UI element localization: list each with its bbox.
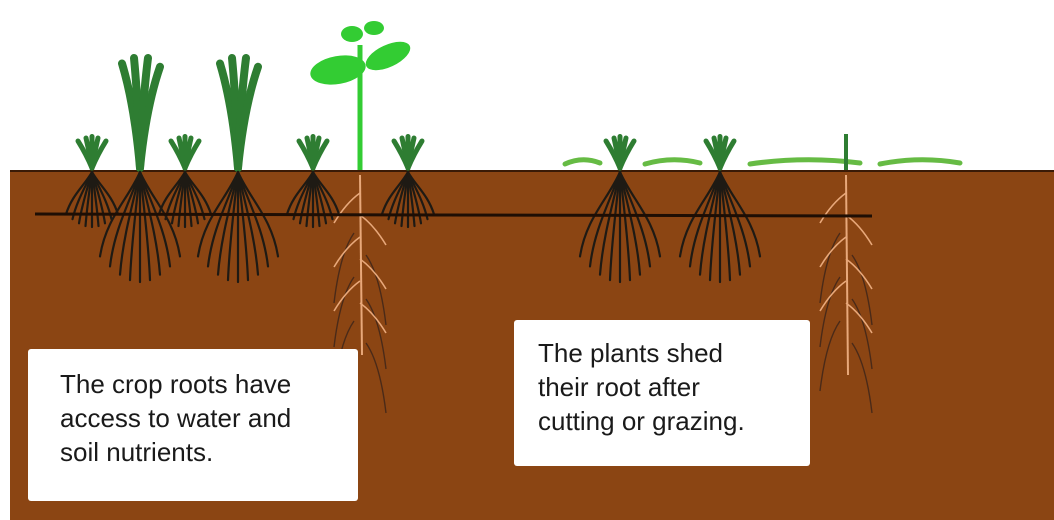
- caption-right-line-2: their root after: [538, 370, 810, 404]
- seedling-leaf: [341, 26, 363, 42]
- caption-left-line-1: The crop roots have: [60, 367, 358, 401]
- caption-right-line-3: cutting or grazing.: [538, 404, 810, 438]
- seedling-leaf: [364, 21, 384, 35]
- root-depth-line: [35, 214, 872, 216]
- caption-left-line-3: soil nutrients.: [60, 435, 358, 469]
- caption-left-line-2: access to water and: [60, 401, 358, 435]
- caption-box-left: The crop roots have access to water and …: [28, 349, 358, 501]
- caption-box-right: The plants shed their root after cutting…: [514, 320, 810, 466]
- caption-right-line-1: The plants shed: [538, 336, 810, 370]
